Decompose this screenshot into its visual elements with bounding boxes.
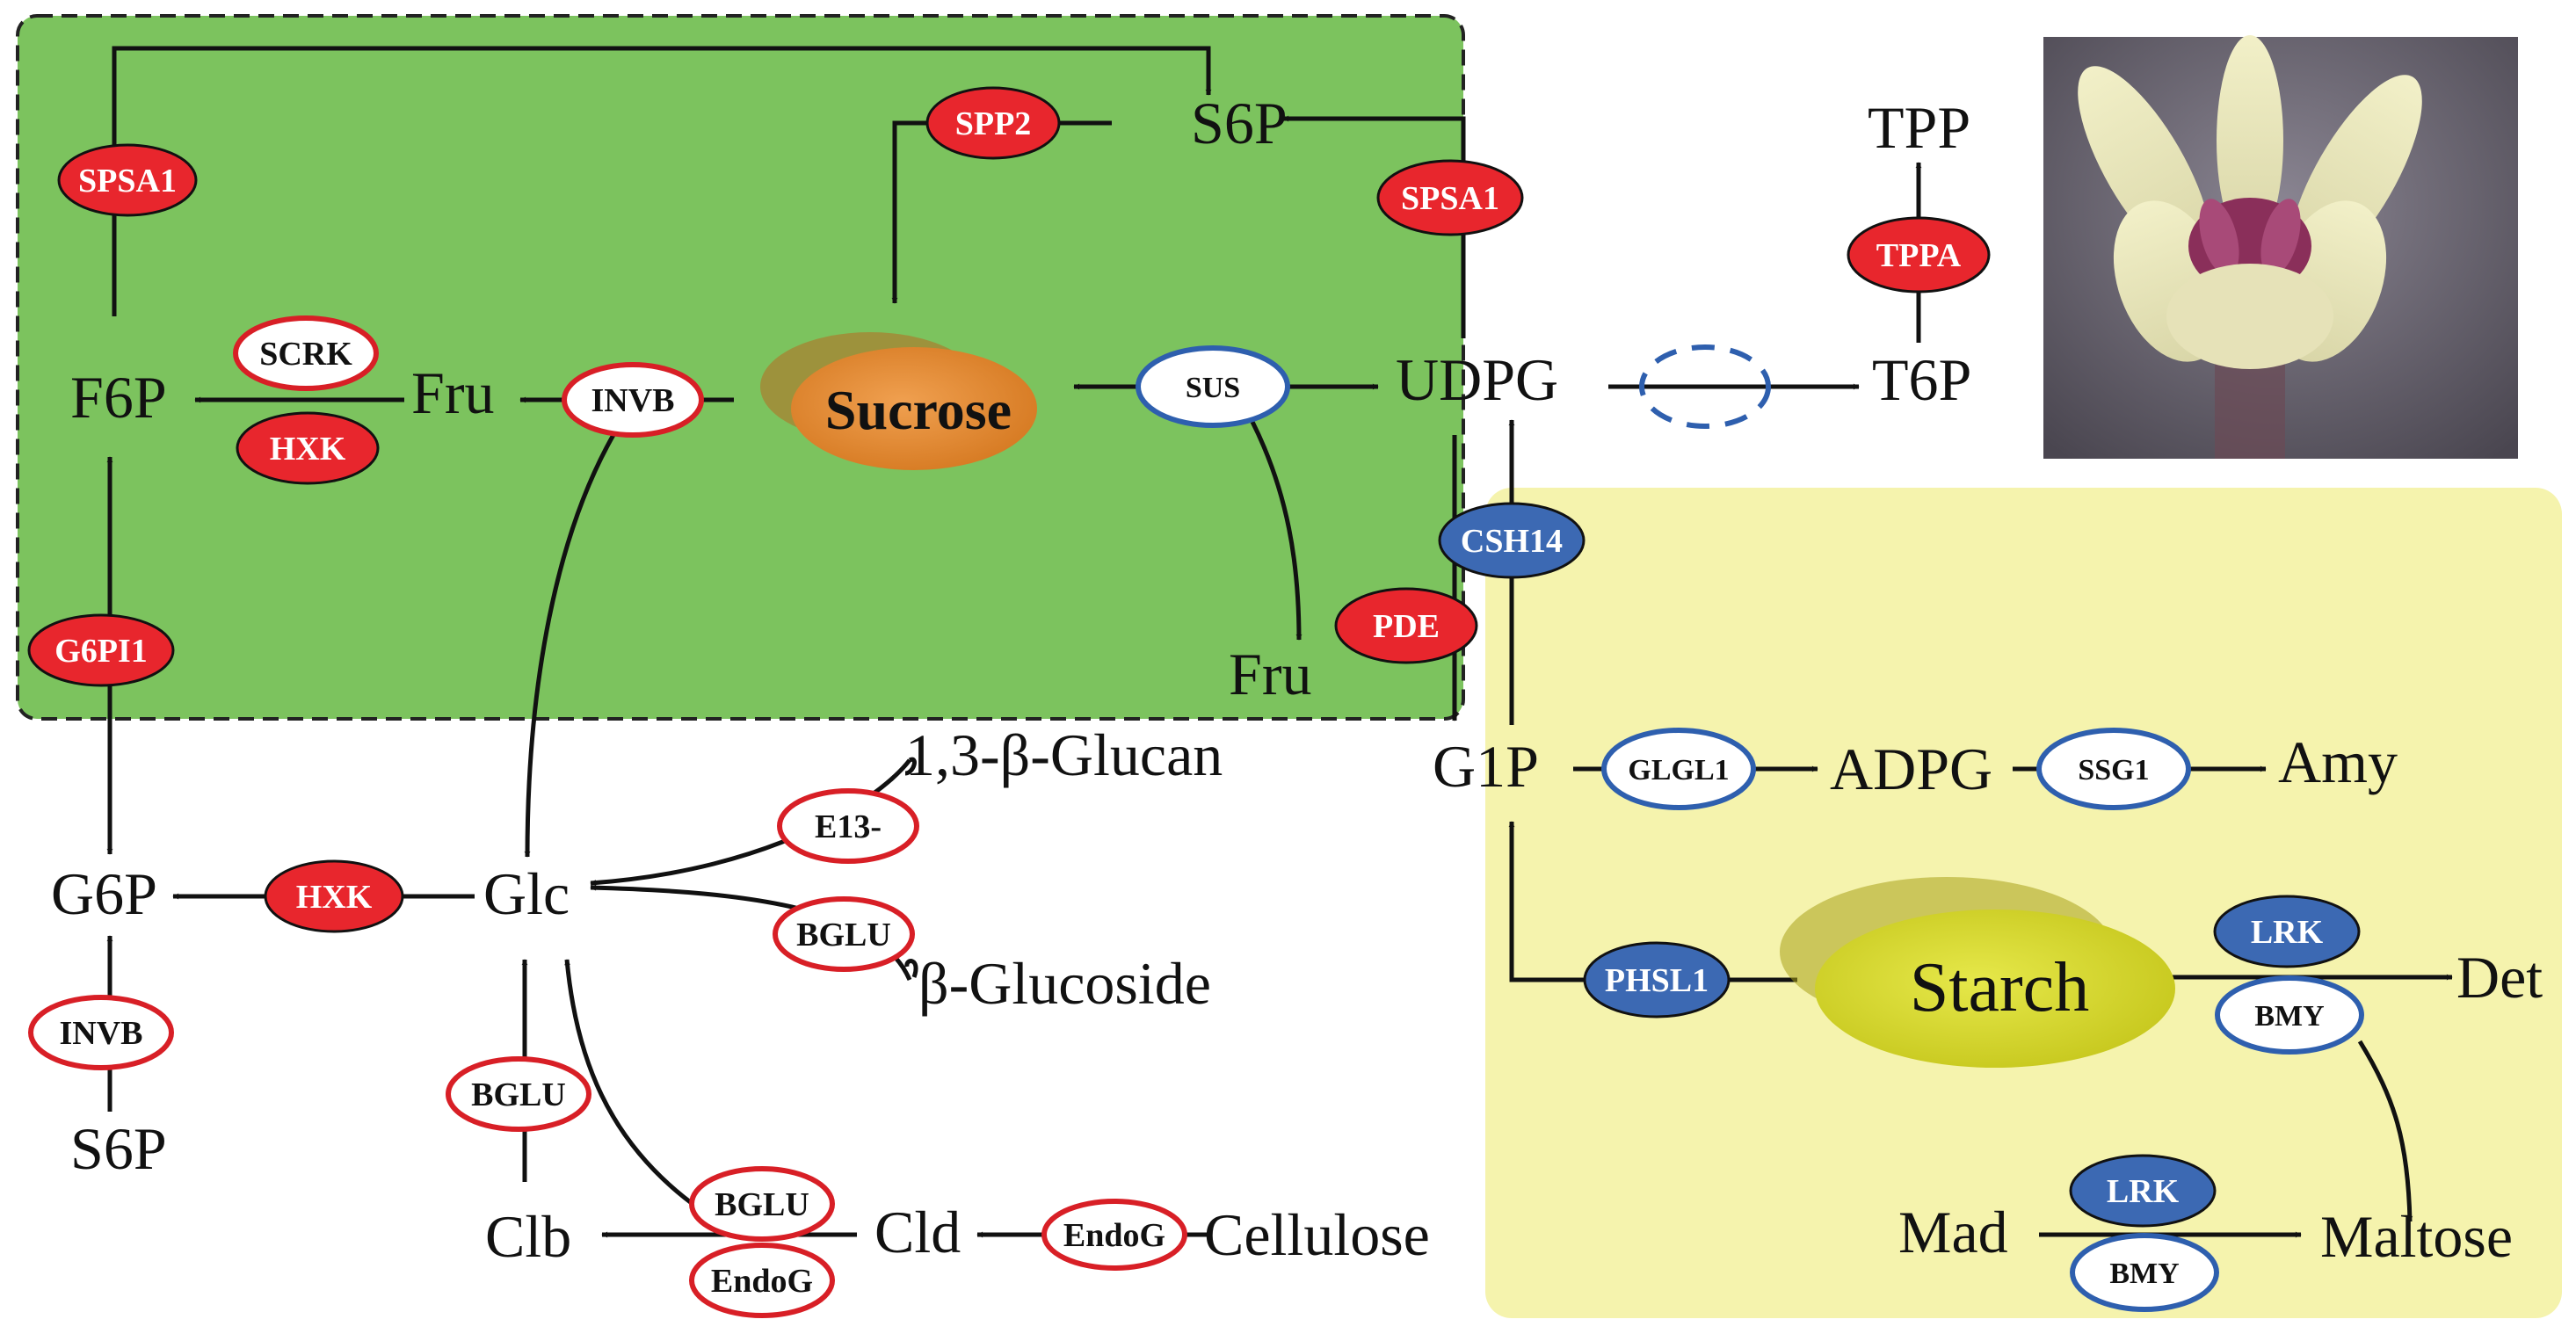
svg-text:E13-: E13- — [815, 808, 882, 845]
enzyme-lrk-bottom: LRK — [2069, 1154, 2217, 1228]
svg-text:PHSL1: PHSL1 — [1605, 962, 1709, 999]
enzyme-sus: SUS — [1136, 345, 1290, 428]
metabolite-glucan: 1,3-β-Glucan — [905, 721, 1223, 788]
svg-text:SPSA1: SPSA1 — [78, 163, 177, 199]
enzyme-glgl1: GLGL1 — [1601, 728, 1756, 810]
enzyme-lrk-top: LRK — [2213, 895, 2361, 968]
enzyme-invb-top: INVB — [562, 362, 704, 438]
metabolite-s6p-top: S6P — [1191, 90, 1288, 156]
connector-glucoside — [904, 959, 918, 978]
svg-text:TPPA: TPPA — [1876, 237, 1962, 274]
enzyme-e13: E13- — [777, 788, 919, 864]
enzyme-hxk-top: HXK — [236, 411, 380, 485]
enzyme-csh14: CSH14 — [1438, 502, 1586, 579]
metabolite-cellulose: Cellulose — [1204, 1201, 1430, 1268]
metabolite-det: Det — [2456, 944, 2543, 1011]
svg-text:HXK: HXK — [296, 879, 373, 916]
svg-text:EndoG: EndoG — [1063, 1217, 1165, 1254]
metabolite-udpg: UDPG — [1396, 346, 1558, 413]
svg-text:BGLU: BGLU — [471, 1076, 566, 1113]
svg-text:SUS: SUS — [1186, 372, 1240, 404]
enzyme-tppa: TPPA — [1847, 216, 1991, 294]
enzyme-phsl1: PHSL1 — [1583, 941, 1731, 1018]
enzyme-ssg1: SSG1 — [2036, 728, 2191, 810]
arrow-starch-to-maltose — [2357, 1040, 2413, 1222]
svg-text:SCRK: SCRK — [259, 336, 352, 373]
enzyme-bglu-mid: BGLU — [446, 1056, 591, 1132]
arrow-invb-to-glc — [524, 416, 627, 858]
metabolite-amy: Amy — [2278, 728, 2398, 795]
svg-text:BGLU: BGLU — [715, 1186, 809, 1223]
metabolite-maltose: Maltose — [2320, 1203, 2513, 1270]
enzyme-endog-right: EndoG — [1041, 1199, 1187, 1271]
arrow-cld-to-glc — [564, 959, 700, 1211]
sucrose-node: Sucrose — [760, 332, 1037, 470]
cytosol-sucrose-panel — [16, 14, 1465, 721]
svg-text:BMY: BMY — [2254, 1000, 2324, 1033]
metabolite-glucoside: β-Glucoside — [918, 950, 1211, 1017]
enzyme-hxk-bottom: HXK — [264, 859, 404, 933]
metabolite-mad: Mad — [1898, 1199, 2008, 1265]
enzyme-spsa1-right: SPSA1 — [1376, 159, 1524, 236]
svg-text:EndoG: EndoG — [711, 1263, 813, 1300]
arrow-udpg-to-s6p — [1282, 115, 1466, 338]
enzyme-bglu-right: BGLU — [773, 896, 915, 972]
metabolite-g6p: G6P — [51, 860, 157, 927]
svg-text:LRK: LRK — [2251, 914, 2324, 951]
arrow-sus-to-fru — [1250, 420, 1303, 641]
enzyme-g6pi1: G6PI1 — [27, 613, 175, 687]
svg-text:Starch: Starch — [1910, 949, 2089, 1026]
metabolite-adpg: ADPG — [1830, 736, 1992, 802]
metabolite-tpp: TPP — [1868, 94, 1970, 161]
svg-text:INVB: INVB — [591, 382, 674, 419]
svg-text:GLGL1: GLGL1 — [1628, 754, 1729, 786]
enzyme-pde: PDE — [1334, 587, 1478, 664]
enzyme-spp2: SPP2 — [925, 86, 1061, 160]
enzyme-scrk: SCRK — [233, 315, 379, 391]
svg-text:BGLU: BGLU — [796, 917, 891, 953]
svg-text:LRK: LRK — [2107, 1173, 2180, 1210]
starch-node: Starch — [1780, 877, 2175, 1068]
enzyme-bglu-low: BGLU — [689, 1166, 835, 1242]
metabolite-cld: Cld — [874, 1199, 961, 1265]
svg-text:HXK: HXK — [270, 431, 346, 468]
svg-text:SPP2: SPP2 — [955, 105, 1032, 142]
svg-text:G6PI1: G6PI1 — [54, 633, 148, 670]
flower-photo — [2043, 35, 2518, 459]
connector-glucan — [904, 757, 917, 776]
metabolite-g1p: G1P — [1433, 733, 1539, 800]
svg-text:PDE: PDE — [1373, 608, 1440, 645]
enzyme-spsa1-left: SPSA1 — [57, 143, 198, 217]
svg-text:SSG1: SSG1 — [2078, 754, 2149, 786]
svg-text:CSH14: CSH14 — [1461, 523, 1563, 560]
metabolite-fru-left: Fru — [411, 359, 494, 426]
svg-text:Sucrose: Sucrose — [825, 379, 1012, 441]
metabolite-clb: Clb — [485, 1203, 571, 1270]
svg-text:INVB: INVB — [59, 1015, 142, 1052]
metabolite-glc: Glc — [483, 860, 570, 927]
svg-text:SPSA1: SPSA1 — [1401, 180, 1499, 217]
metabolite-s6p-bottom: S6P — [70, 1115, 167, 1182]
enzyme-bmy-bottom: BMY — [2070, 1233, 2219, 1312]
metabolite-t6p: T6P — [1872, 346, 1971, 413]
metabolite-f6p: F6P — [70, 364, 167, 431]
metabolite-fru-bottom: Fru — [1229, 641, 1311, 707]
unknown-enzyme-oval — [1639, 344, 1771, 429]
enzyme-endog-low: EndoG — [689, 1243, 835, 1318]
svg-text:BMY: BMY — [2109, 1258, 2179, 1290]
enzyme-bmy-top: BMY — [2215, 975, 2364, 1055]
enzyme-invb-bottom: INVB — [28, 995, 174, 1070]
